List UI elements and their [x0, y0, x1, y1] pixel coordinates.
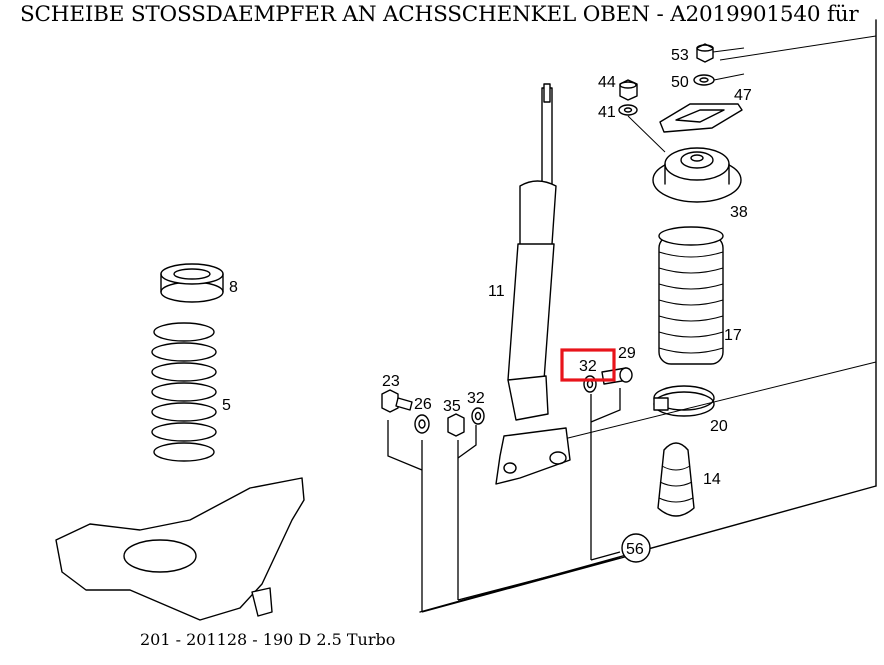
part-26-washer[interactable]: [414, 414, 430, 434]
part-50-washer[interactable]: [693, 73, 745, 86]
label-32-highlighted[interactable]: 32: [579, 358, 597, 375]
part-11-shock-absorber[interactable]: [495, 83, 571, 485]
label-56[interactable]: 56: [626, 541, 644, 558]
callout-56-circle: [621, 533, 651, 563]
part-44-nut[interactable]: [619, 79, 638, 101]
part-32-washer-highlighted[interactable]: [583, 375, 597, 393]
part-20-clamp[interactable]: [653, 385, 715, 417]
part-23-bolt[interactable]: [381, 389, 413, 413]
diagram-caption: 201 - 201128 - 190 D 2.5 Turbo: [140, 630, 396, 649]
label-32[interactable]: 32: [467, 390, 485, 407]
label-20[interactable]: 20: [710, 418, 728, 435]
label-11[interactable]: 11: [488, 283, 505, 300]
label-29[interactable]: 29: [618, 345, 636, 362]
part-14-bump-stop[interactable]: [657, 442, 695, 517]
label-44[interactable]: 44: [598, 74, 616, 91]
label-41[interactable]: 41: [598, 104, 616, 121]
part-29-bolt[interactable]: [601, 367, 633, 385]
label-17[interactable]: 17: [724, 327, 742, 344]
assembly-bracket-lines: [387, 388, 633, 613]
label-8[interactable]: 8: [229, 279, 238, 296]
label-47[interactable]: 47: [734, 87, 752, 104]
label-14[interactable]: 14: [703, 471, 721, 488]
part-8-spring-pad[interactable]: [160, 263, 224, 303]
label-26[interactable]: 26: [414, 396, 432, 413]
label-23[interactable]: 23: [382, 373, 400, 390]
part-53-nut[interactable]: [696, 43, 745, 63]
highlight-box: [560, 348, 616, 382]
lower-control-arm: [55, 477, 305, 621]
part-38-strut-mount[interactable]: [627, 115, 742, 203]
panel-outline: [419, 19, 877, 613]
label-5[interactable]: 5: [222, 397, 231, 414]
part-17-bellows[interactable]: [658, 226, 724, 365]
label-35[interactable]: 35: [443, 398, 461, 415]
part-47-cap[interactable]: [659, 103, 743, 133]
diagram-title: SCHEIBE STOSSDAEMPFER AN ACHSSCHENKEL OB…: [20, 2, 859, 27]
part-5-coil-spring[interactable]: [151, 322, 217, 462]
label-50[interactable]: 50: [671, 74, 689, 91]
part-35-nut[interactable]: [447, 413, 465, 437]
part-41-washer[interactable]: [618, 104, 638, 116]
label-38[interactable]: 38: [730, 204, 748, 221]
label-53[interactable]: 53: [671, 47, 689, 64]
part-32-washer[interactable]: [471, 407, 485, 425]
